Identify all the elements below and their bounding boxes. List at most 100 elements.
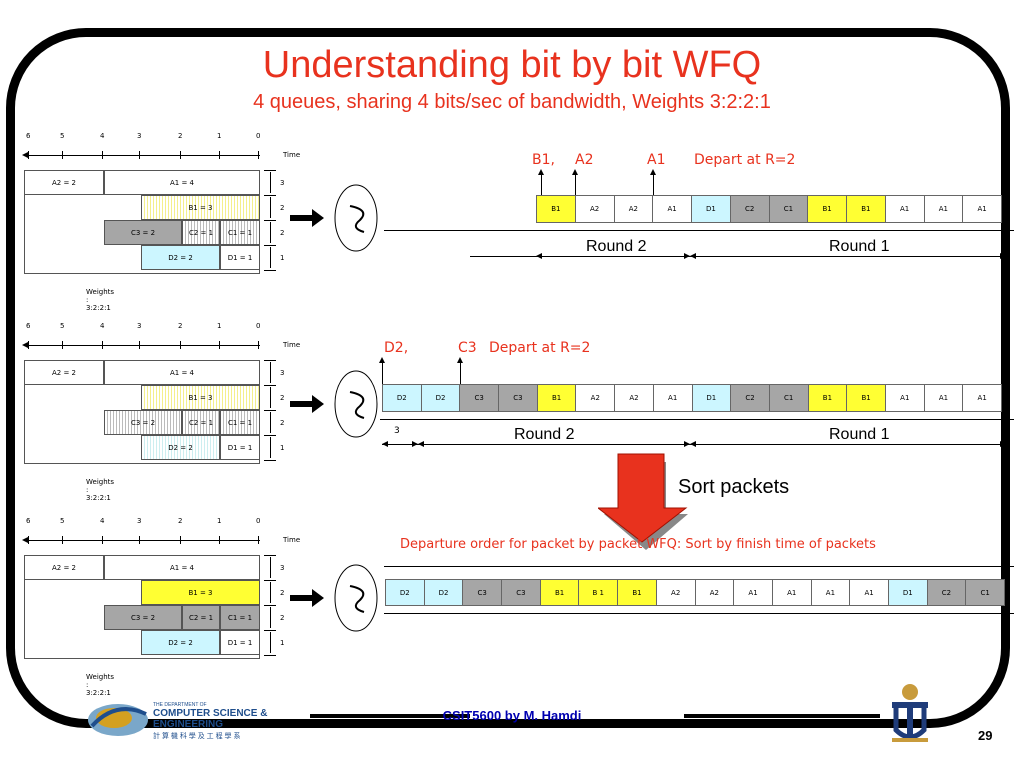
height-scale-bar	[270, 222, 271, 243]
sort-packets-label: Sort packets	[678, 476, 790, 498]
row1-cell: A2	[613, 195, 654, 223]
row3-baseline	[384, 613, 1014, 614]
box-c3: C3 = 2	[104, 410, 182, 435]
row2-cell: C3	[498, 384, 538, 412]
axis-tick-label: 5	[60, 517, 65, 525]
box-c3: C3 = 2	[104, 220, 182, 245]
footer-rule-right	[684, 714, 880, 718]
slide-title: Understanding bit by bit WFQ	[262, 44, 762, 86]
queue-height-label: 1	[280, 254, 285, 262]
time-axis	[24, 155, 260, 156]
height-scale-tick	[264, 410, 276, 411]
row2-d2-pointer-icon	[379, 357, 385, 363]
row2-cell: D2	[420, 384, 461, 412]
queue-height-label: 1	[280, 639, 285, 647]
row2-round2-span-right-arrow-icon	[684, 441, 690, 447]
queue-height-label: 2	[280, 589, 285, 597]
row2-cell: B1	[536, 384, 577, 412]
row2-cell: B1	[846, 384, 886, 412]
box-a2: A2 = 2	[24, 555, 104, 580]
row2-round1-span-left-arrow-icon	[690, 441, 696, 447]
row2-d2-label: D2,	[384, 340, 409, 356]
row2-cell: A2	[575, 384, 616, 412]
box-a1: A1 = 4	[104, 360, 260, 385]
university-logo-icon	[888, 682, 932, 746]
row2-round1-span	[690, 444, 1006, 445]
scheduler-circle-icon	[334, 564, 378, 632]
time-axis-arrow-icon	[22, 537, 28, 543]
box-d2: D2 = 2	[141, 435, 220, 460]
scheduler-swirl-icon	[349, 585, 365, 613]
box-c1: C1 = 1	[220, 220, 260, 245]
queue-height-label: 2	[280, 204, 285, 212]
queue-height-label: 1	[280, 444, 285, 452]
row3-cell: D2	[423, 579, 464, 606]
logo-line3: ENGINEERING	[153, 719, 224, 730]
axis-tick-label: 0	[256, 322, 261, 330]
slide-frame	[6, 28, 1010, 728]
row2-round2-span	[418, 444, 690, 445]
row2-round1-label: Round 1	[829, 426, 890, 443]
row1-a2-label: A2	[575, 152, 594, 168]
height-scale-tick	[264, 385, 276, 386]
height-scale-tick	[264, 220, 276, 221]
height-scale-tick	[264, 360, 276, 361]
row3-cell: C2	[926, 579, 967, 606]
height-scale-bar	[270, 582, 271, 603]
height-scale-tick	[264, 195, 276, 196]
row1-dotted	[470, 256, 536, 257]
box-c2: C2 = 1	[182, 605, 220, 630]
box-c2: C2 = 1	[182, 220, 220, 245]
row1-b1-label: B1,	[532, 152, 555, 168]
time-label: Time	[283, 341, 301, 349]
scheduler-swirl-icon	[349, 391, 365, 419]
queue-height-label: 2	[280, 229, 285, 237]
row1-cell: D1	[691, 195, 731, 223]
box-c2: C2 = 1	[182, 410, 220, 435]
axis-tick-label: 3	[137, 132, 142, 140]
height-scale-bar	[270, 172, 271, 193]
row1-depart-label: Depart at R=2	[694, 152, 796, 168]
input-arrow-icon	[290, 209, 324, 227]
axis-tick-label: 4	[100, 322, 105, 330]
slide-subtitle: 4 queues, sharing 4 bits/sec of bandwidt…	[253, 91, 771, 113]
row3-cell: A1	[849, 579, 889, 606]
row1-round1-label: Round 1	[829, 238, 890, 255]
height-scale-bar	[270, 387, 271, 408]
row2-c3-label: C3	[458, 340, 477, 356]
row2-cell: D1	[691, 384, 732, 412]
queue-height-label: 3	[280, 564, 285, 572]
height-scale-tick	[264, 435, 276, 436]
department-logo-icon	[86, 696, 150, 740]
weights-label: Weights : 3:2:2:1	[86, 478, 115, 502]
time-axis-arrow-icon	[22, 342, 28, 348]
queue-height-label: 3	[280, 179, 285, 187]
axis-tick-label: 4	[100, 132, 105, 140]
row1-round2-span-right-arrow-icon	[684, 253, 690, 259]
row1-cell: A1	[884, 195, 925, 223]
axis-tick-label: 5	[60, 132, 65, 140]
height-scale-bar	[270, 632, 271, 653]
box-b1: B1 = 3	[141, 195, 260, 220]
height-scale-bar	[270, 412, 271, 433]
row3-cell: D1	[887, 579, 928, 606]
row3-cell: A1	[771, 579, 812, 606]
time-label: Time	[283, 536, 301, 544]
row1-round2-label: Round 2	[586, 238, 647, 255]
box-c1: C1 = 1	[220, 605, 260, 630]
row1-cell: A2	[574, 195, 615, 223]
height-scale-tick	[264, 460, 276, 461]
height-scale-bar	[270, 197, 271, 218]
box-d2: D2 = 2	[141, 245, 220, 270]
row1-b1-pointer-icon	[538, 169, 544, 175]
height-scale-tick	[264, 555, 276, 556]
row2-cell: C3	[459, 384, 500, 412]
row2-c3-pointer-icon	[457, 357, 463, 363]
axis-tick-label: 4	[100, 517, 105, 525]
logo-line1: THE DEPARTMENT OF	[153, 702, 207, 708]
box-d1: D1 = 1	[220, 435, 260, 460]
input-arrow-icon	[290, 395, 324, 413]
row1-a2-pointer-icon	[572, 169, 578, 175]
box-c1: C1 = 1	[220, 410, 260, 435]
row3-cell: C3	[462, 579, 503, 606]
